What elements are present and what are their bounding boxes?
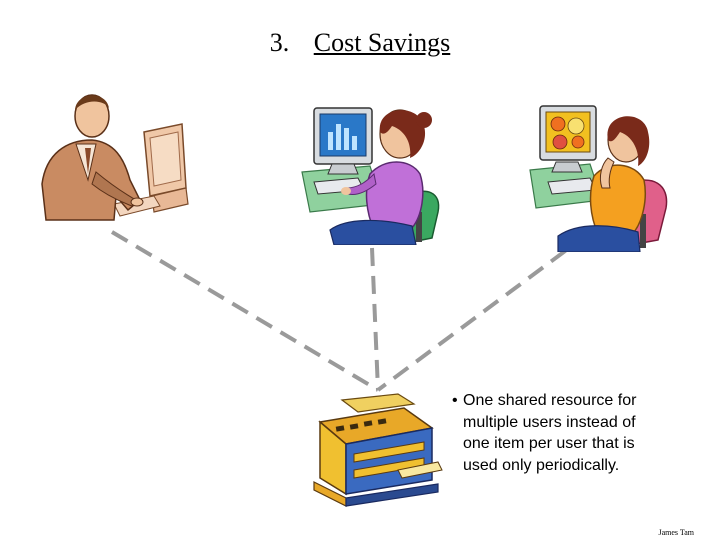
connector-right: [376, 232, 590, 392]
connector-left: [110, 230, 380, 392]
author-signature: James Tam: [658, 528, 694, 537]
slide-title-text: Cost Savings: [313, 28, 451, 57]
businessman-at-computer-icon: [41, 94, 189, 221]
connector-middle: [370, 247, 380, 391]
slide-number: 3.: [269, 28, 290, 57]
bullet-marker: •: [452, 392, 458, 409]
woman-at-computer-icon: [301, 107, 440, 245]
shared-printer-copier-icon: [313, 393, 443, 507]
bullet-text: One shared resource for multiple users i…: [463, 392, 637, 474]
slide-title: 3. Cost Savings: [0, 28, 720, 58]
bullet-item: • One shared resource for multiple users…: [452, 390, 662, 476]
woman-with-smileys-computer-icon: [529, 105, 668, 252]
